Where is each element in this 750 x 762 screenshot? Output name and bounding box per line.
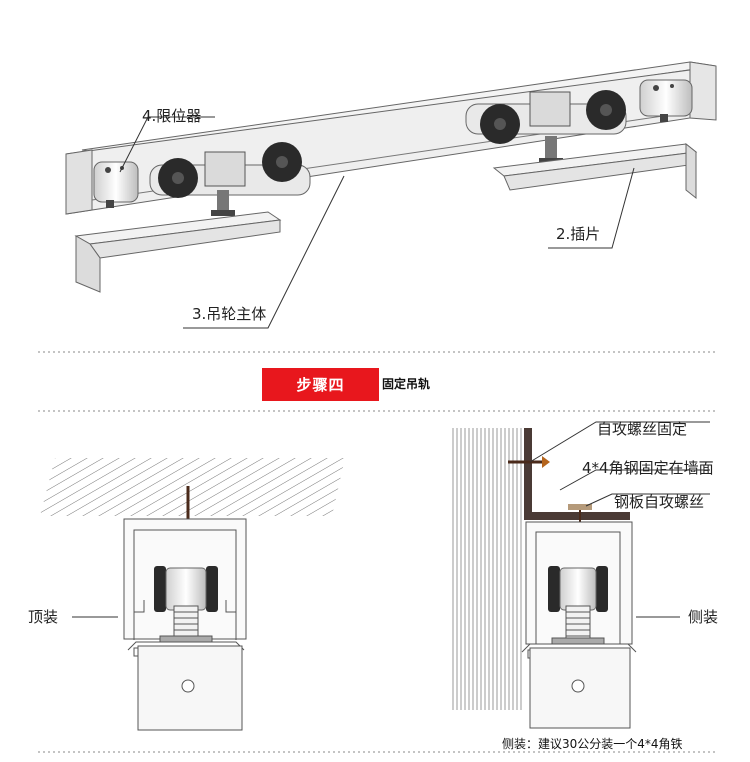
wall-screw [508, 456, 550, 468]
top-leader-lines [119, 116, 635, 329]
track-section-left [123, 518, 247, 643]
right-leader-lines [529, 421, 710, 507]
track-section-right [525, 521, 633, 645]
label-wheel-body: 3.吊轮主体 [192, 305, 267, 323]
stopper-right [639, 79, 693, 122]
callout-self-tapping-screw: 自攻螺丝固定 [597, 420, 688, 438]
label-stopper: 4.限位器 [142, 107, 202, 125]
label-top-mount: 顶装 [28, 608, 59, 626]
label-side-mount: 侧装 [688, 608, 719, 626]
wall [452, 428, 524, 710]
insert-plate-right [492, 142, 698, 200]
trolley-right [465, 90, 627, 164]
stopper-left [93, 161, 139, 208]
trolley-left [149, 142, 311, 216]
label-insert: 2.插片 [556, 225, 601, 243]
hanger-plate-left [127, 641, 245, 731]
side-mount-note: 侧装：建议30公分装一个4*4角铁 [502, 737, 683, 751]
step-title: 固定吊轨 [382, 377, 431, 391]
hanger-plate-right [521, 643, 637, 729]
insert-plate-left [74, 211, 282, 293]
ceiling [40, 458, 345, 516]
callout-plate-screw: 钢板自攻螺丝 [614, 493, 705, 511]
callout-angle-steel: 4*4角钢固定在墙面 [582, 459, 714, 477]
step-badge: 步骤四 [262, 368, 379, 401]
